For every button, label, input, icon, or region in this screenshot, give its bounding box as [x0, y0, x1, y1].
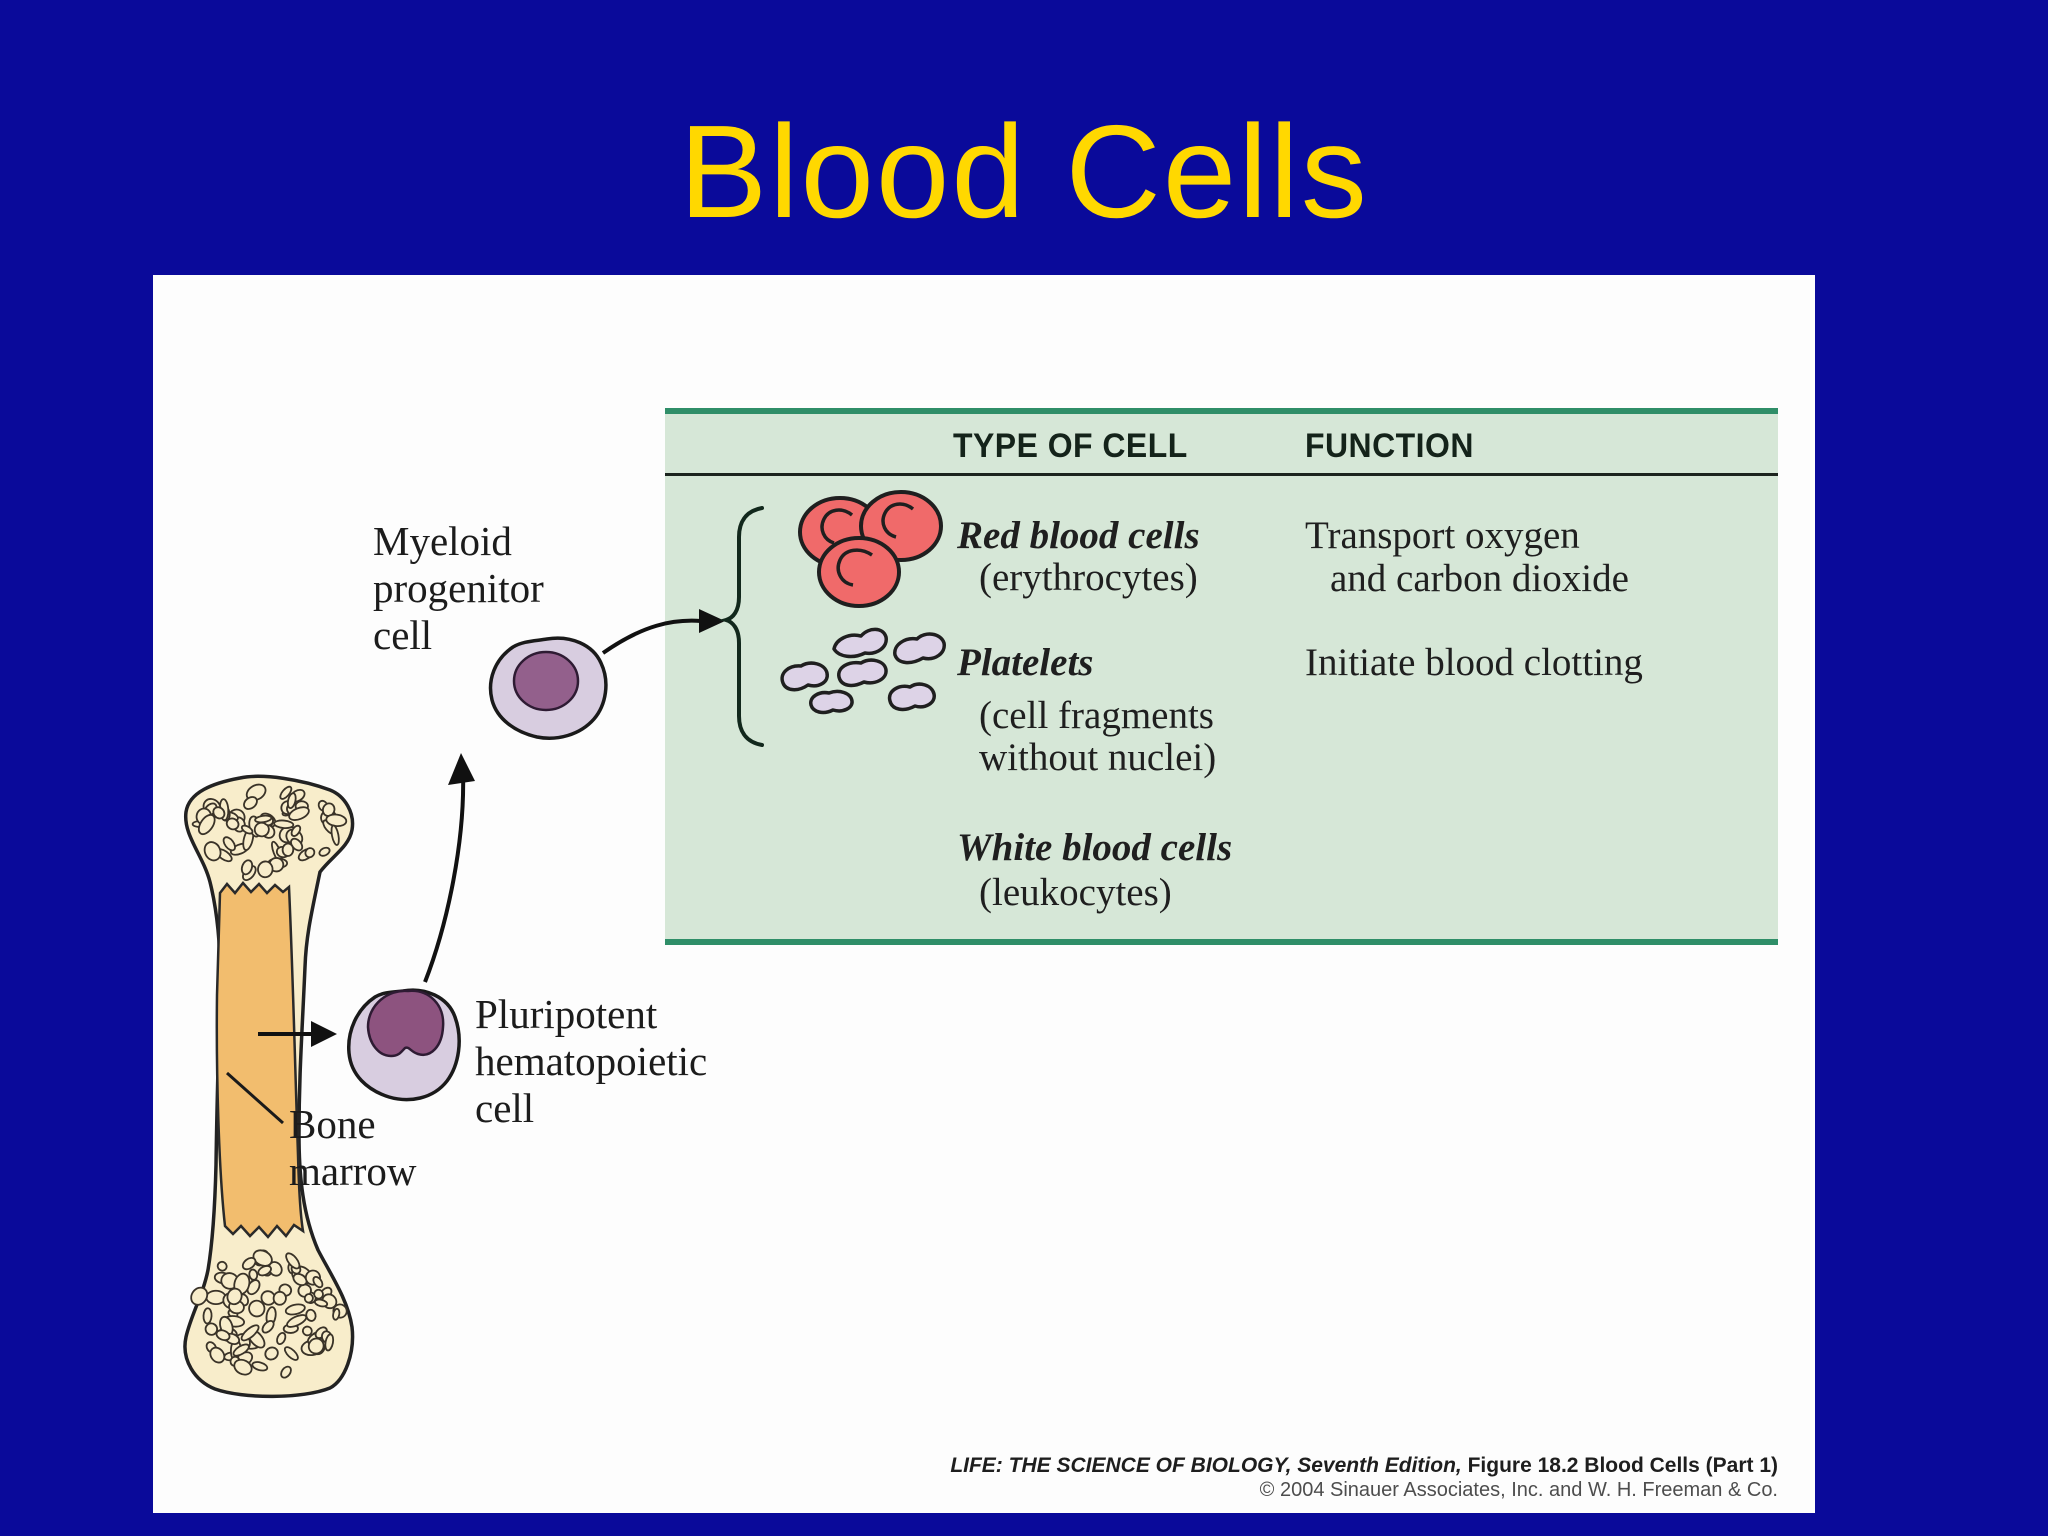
trabecular-bone-top	[191, 783, 348, 882]
arrow-bone-to-pluripotent	[258, 1021, 337, 1047]
row-platelets-name: Platelets	[957, 641, 1094, 684]
row-platelets-function-1: Initiate blood clotting	[1305, 641, 1643, 684]
row-rbc-paren: (erythrocytes)	[979, 556, 1198, 599]
figure-credits: LIFE: THE SCIENCE OF BIOLOGY, Seventh Ed…	[950, 1453, 1778, 1503]
label-myeloid-progenitor-cell: Myeloid progenitor cell	[373, 518, 544, 658]
credit-book-title: LIFE: THE SCIENCE OF BIOLOGY, Seventh Ed…	[950, 1454, 1462, 1477]
arrow-pluripotent-to-myeloid	[423, 753, 475, 983]
myeloid-cell-nucleus	[512, 650, 580, 712]
platelets-illustration	[780, 627, 946, 715]
column-header-type-of-cell: TYPE OF CELL	[953, 427, 1188, 465]
row-rbc-name: Red blood cells	[957, 514, 1200, 557]
pluripotent-cell-nucleus	[366, 989, 445, 1058]
myeloid-cell-illustration	[488, 636, 608, 740]
label-pluripotent-hematopoietic-cell: Pluripotent hematopoietic cell	[475, 991, 708, 1131]
red-blood-cells-illustration	[798, 490, 943, 608]
pluripotent-cell-illustration	[347, 988, 461, 1102]
row-platelets-paren-2: without nuclei)	[979, 736, 1217, 779]
row-rbc-function-1: Transport oxygen	[1305, 514, 1580, 557]
bone-marrow-leader-line	[226, 1071, 284, 1125]
row-rbc-function-2: and carbon dioxide	[1330, 557, 1629, 600]
row-wbc-paren: (leukocytes)	[979, 871, 1172, 914]
column-header-function: FUNCTION	[1305, 427, 1474, 465]
credit-copyright: © 2004 Sinauer Associates, Inc. and W. H…	[1259, 1479, 1778, 1501]
arrow-myeloid-to-brace	[601, 609, 725, 655]
row-platelets-paren-1: (cell fragments	[979, 694, 1214, 737]
trabecular-bone-bottom	[190, 1249, 348, 1379]
page-title: Blood Cells	[679, 98, 1369, 245]
table-header-divider	[665, 473, 1778, 476]
brace	[718, 506, 764, 747]
figure-panel: TYPE OF CELL FUNCTION Red blood cells (e…	[153, 275, 1815, 1513]
bone-marrow-cavity	[215, 881, 305, 1239]
diagram-art	[183, 490, 946, 1399]
credit-figure-ref: Figure 18.2 Blood Cells (Part 1)	[1461, 1454, 1778, 1477]
label-bone-marrow: Bone marrow	[289, 1101, 417, 1194]
row-wbc-name: White blood cells	[957, 826, 1233, 869]
